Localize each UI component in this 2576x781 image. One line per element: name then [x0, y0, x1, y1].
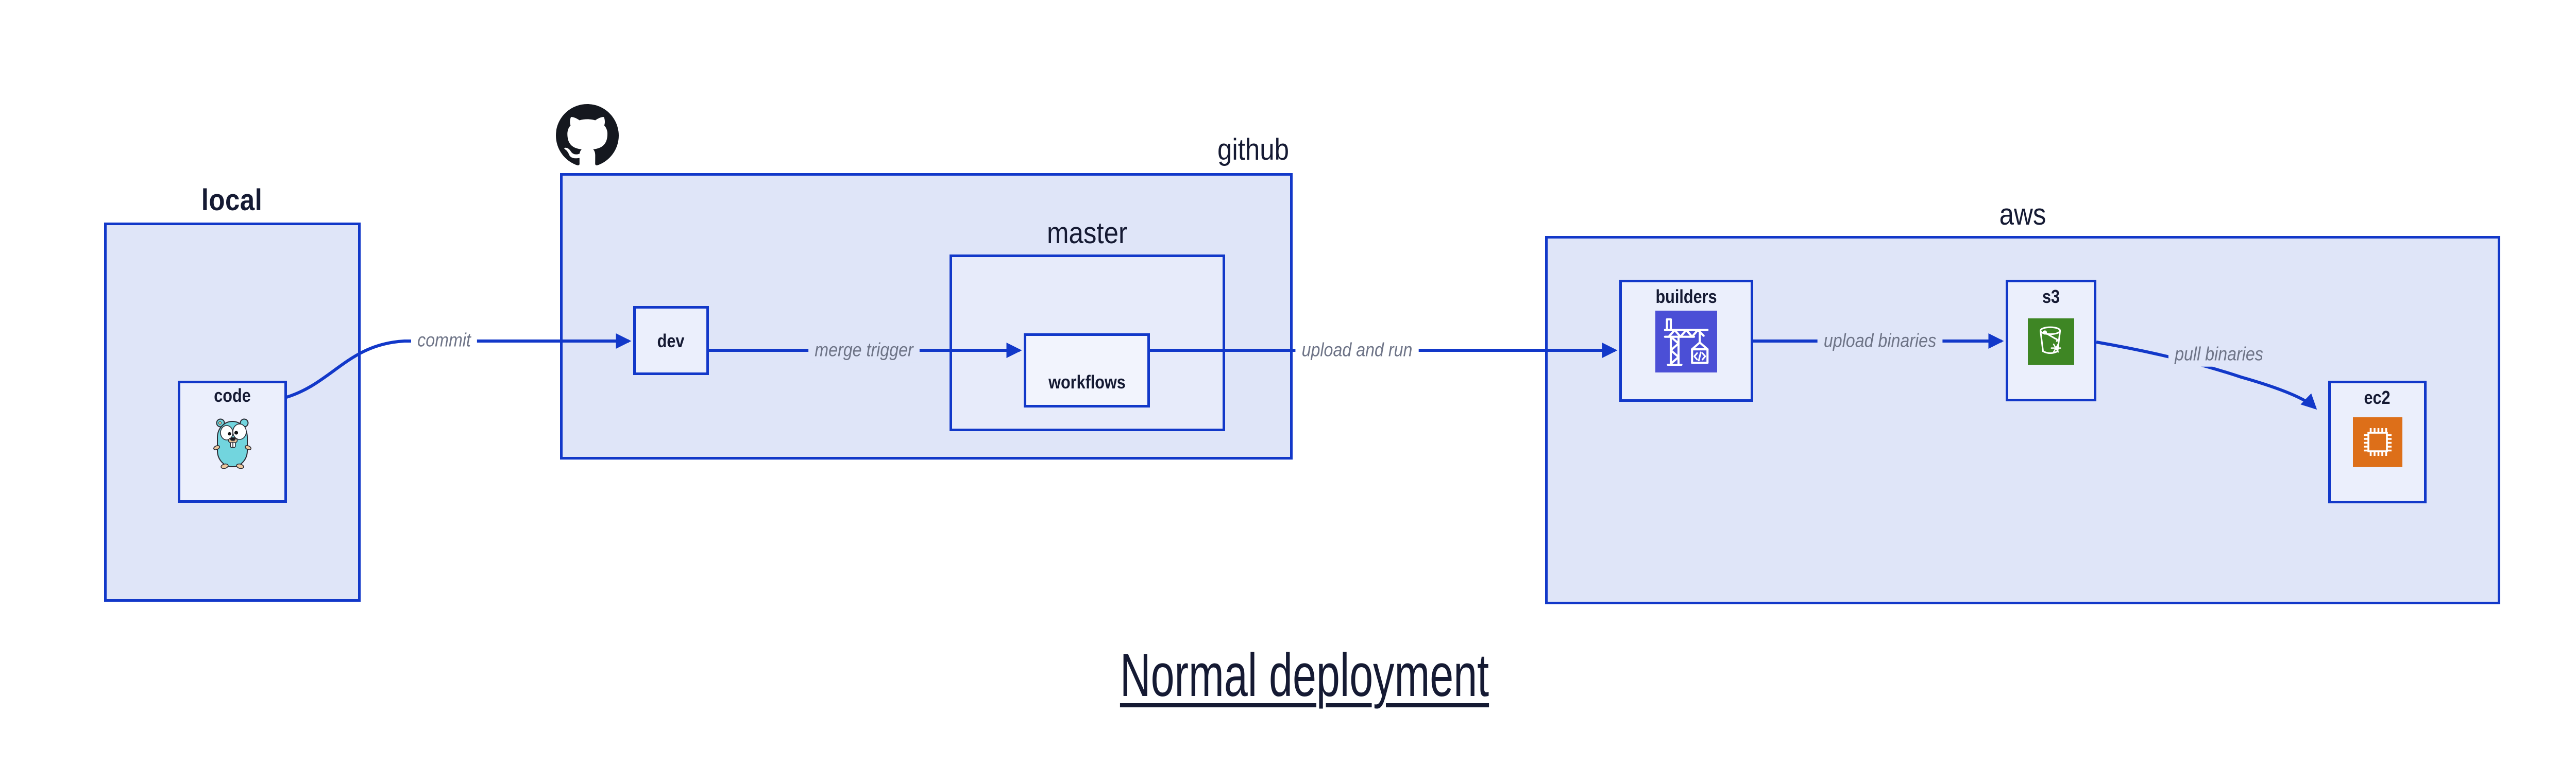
codebuild-crane-icon	[1655, 311, 1717, 372]
edge-label-commit: commit	[411, 328, 478, 353]
github-group-label: github	[1217, 133, 1289, 166]
ec2-chip-icon	[2353, 417, 2402, 467]
dev-node-box	[633, 306, 709, 375]
local-group-label: local	[201, 183, 263, 217]
github-octocat-icon	[556, 104, 619, 167]
edge-label-pull-binaries: pull binaries	[2168, 342, 2270, 367]
builders-node-label: builders	[1655, 286, 1717, 307]
ec2-node-label: ec2	[2364, 387, 2391, 408]
edge-label-upload-and-run: upload and run	[1295, 338, 1419, 363]
code-node-label: code	[214, 385, 251, 406]
workflows-node-box	[1024, 333, 1150, 408]
s3-node-label: s3	[2042, 286, 2060, 307]
edge-label-upload-binaries: upload binaries	[1817, 329, 1943, 353]
edge-label-merge-trigger: merge trigger	[808, 338, 920, 363]
s3-node-box	[2006, 280, 2096, 401]
dev-node-label: dev	[657, 330, 685, 351]
aws-group-label: aws	[1999, 198, 2046, 231]
go-gopher-icon	[213, 415, 251, 469]
diagram-title: Normal deployment	[1120, 641, 1489, 709]
s3-bucket-icon	[2028, 318, 2074, 365]
master-branch-label: master	[1047, 216, 1127, 250]
workflows-node-label: workflows	[1048, 371, 1126, 393]
